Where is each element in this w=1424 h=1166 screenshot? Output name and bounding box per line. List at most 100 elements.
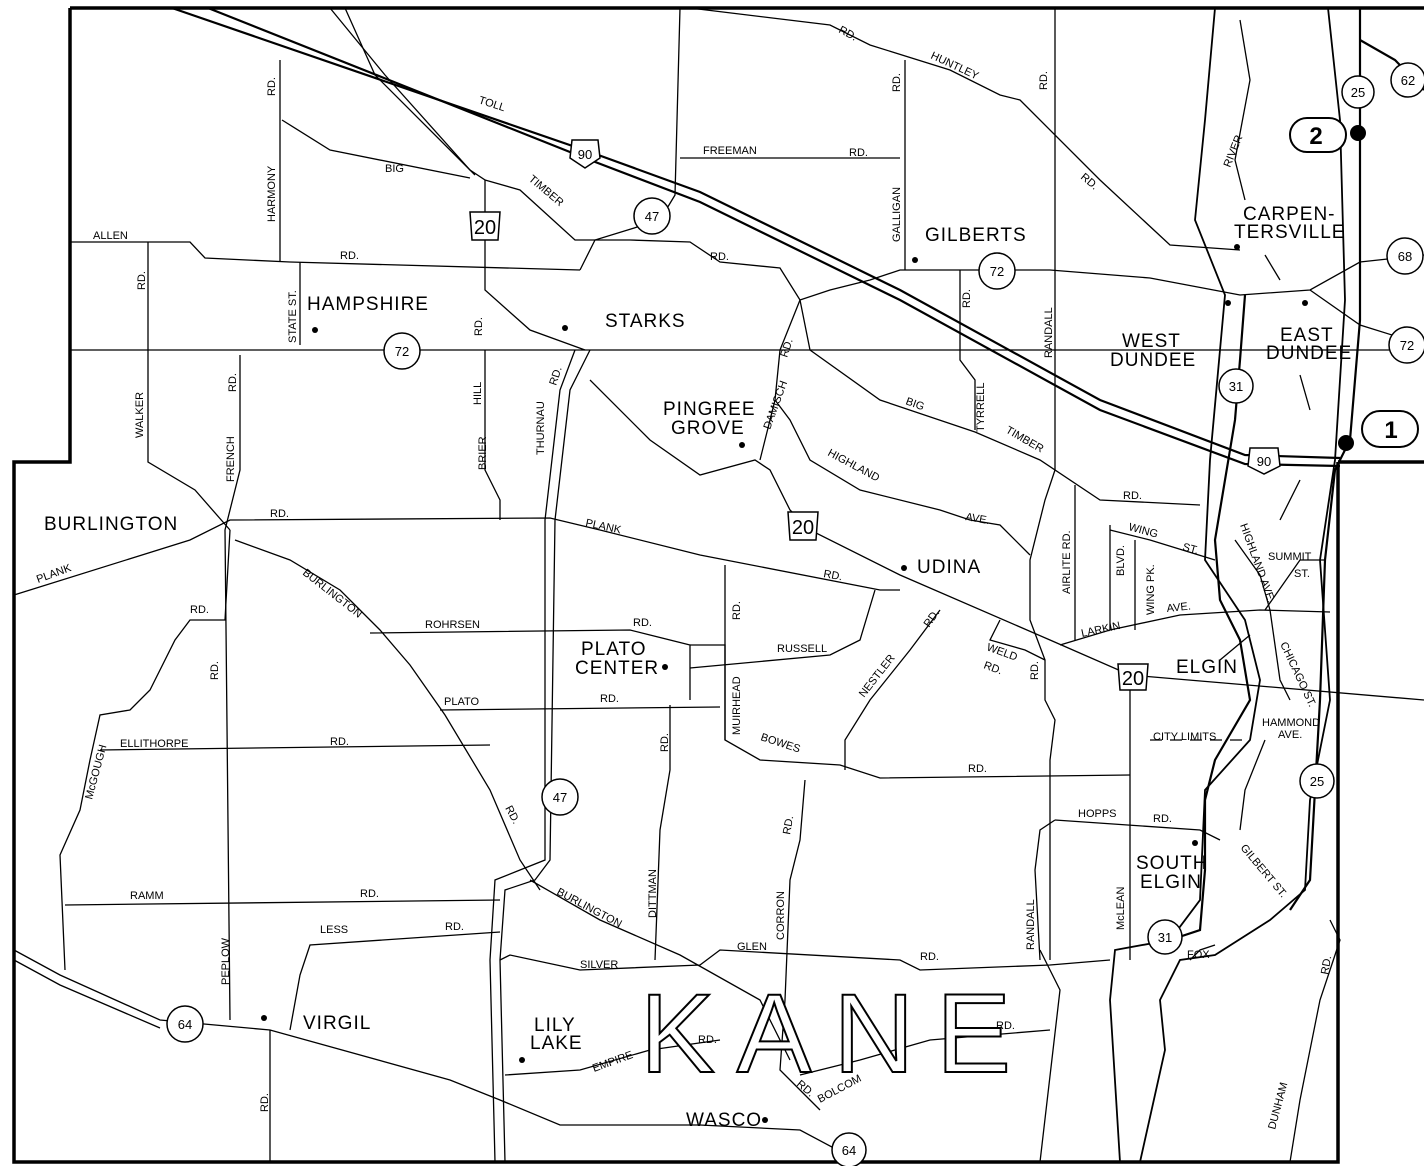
label-empire: EMPIRE xyxy=(591,1049,635,1075)
county-boundary xyxy=(12,6,1424,1164)
label-big-center: BIG xyxy=(904,396,926,414)
label-rd-glen: RD. xyxy=(920,951,939,963)
us-shield-20-elgin: 20 xyxy=(1117,663,1149,691)
interstate-shield-90-north: 90 xyxy=(569,139,601,169)
town-elgin: ELGIN xyxy=(1176,657,1238,678)
label-randall-north: RANDALL xyxy=(1043,307,1055,358)
label-rd-plank-east: RD. xyxy=(822,568,843,583)
label-galligan: GALLIGAN xyxy=(891,187,903,242)
label-rd-bolcom-east: RD. xyxy=(996,1020,1015,1032)
label-allen-rd: RD. xyxy=(340,250,359,262)
label-mclean: McLEAN xyxy=(1115,887,1127,930)
label-rd-empire: RD. xyxy=(698,1034,717,1046)
fox-river xyxy=(1109,7,1346,1163)
town-lily-lake-2: LAKE xyxy=(530,1033,583,1054)
town-hampshire: HAMPSHIRE xyxy=(307,294,429,315)
route-shield-31-north: 31 xyxy=(1218,368,1254,404)
label-rd-tyrrell-north: RD. xyxy=(961,289,973,308)
route-shield-25-north: 25 xyxy=(1341,75,1375,109)
label-hammond: HAMMOND xyxy=(1262,717,1320,729)
label-rd-allen-west: RD. xyxy=(136,271,148,290)
label-highland: HIGHLAND xyxy=(826,447,882,484)
town-carpentersville-1: CARPEN- xyxy=(1243,204,1336,225)
label-corron: CORRON xyxy=(775,891,787,940)
label-plato: PLATO xyxy=(444,696,479,708)
label-peplow: PEPLOW xyxy=(220,937,232,985)
svg-text:47: 47 xyxy=(553,790,567,805)
label-summit: SUMMIT xyxy=(1268,551,1312,563)
label-river: RIVER xyxy=(1222,133,1246,169)
location-marker-2: 2 xyxy=(1289,117,1366,153)
label-dunham: DUNHAM xyxy=(1266,1081,1290,1131)
label-hill: HILL xyxy=(472,382,484,405)
label-rd-plank: RD. xyxy=(270,508,289,520)
svg-text:64: 64 xyxy=(842,1143,856,1158)
label-city-limits: CITY LIMITS xyxy=(1153,731,1216,743)
route-shield-47-south: 47 xyxy=(541,778,579,816)
label-rd-burlington-south: RD. xyxy=(502,804,521,826)
label-thurnau: THURNAU xyxy=(535,401,547,455)
route-shield-72-west: 72 xyxy=(383,332,421,370)
label-rd-ellithorpe: RD. xyxy=(330,736,349,748)
label-rd-less: RD. xyxy=(445,921,464,933)
town-south-elgin-2: ELGIN xyxy=(1140,872,1202,893)
town-udina: UDINA xyxy=(917,557,981,578)
svg-text:68: 68 xyxy=(1398,249,1412,264)
town-labels: BURLINGTON HAMPSHIRE STARKS GILBERTS PIN… xyxy=(44,204,1352,1131)
label-summit-st: ST. xyxy=(1294,568,1310,580)
label-hopps: HOPPS xyxy=(1078,808,1117,820)
town-south-elgin-1: SOUTH xyxy=(1136,853,1208,874)
svg-text:47: 47 xyxy=(645,209,659,224)
svg-text:90: 90 xyxy=(578,147,592,162)
route-shield-62: 62 xyxy=(1390,62,1424,98)
town-pingree-2: GROVE xyxy=(671,418,745,439)
svg-text:25: 25 xyxy=(1310,774,1324,789)
label-rd-hopps: RD. xyxy=(1153,813,1172,825)
label-glen: GLEN xyxy=(737,941,767,953)
label-highland-ave: HIGHLAND AVE. xyxy=(1237,522,1277,605)
label-airlite: AIRLITE RD. xyxy=(1061,530,1073,594)
label-toll: TOLL xyxy=(477,94,507,114)
label-state-st: STATE ST. xyxy=(287,290,299,343)
label-rd-brier-hill: RD. xyxy=(473,317,485,336)
label-hammond-ave: AVE. xyxy=(1278,729,1302,741)
label-muirhead: MUIRHEAD xyxy=(731,676,743,735)
town-east-dundee-2: DUNDEE xyxy=(1266,343,1352,364)
svg-text:72: 72 xyxy=(1400,338,1414,353)
label-less: LESS xyxy=(320,924,348,936)
town-burlington: BURLINGTON xyxy=(44,514,178,535)
label-st-wing: ST. xyxy=(1181,541,1199,557)
label-larkin-ave: AVE. xyxy=(1166,601,1191,615)
svg-text:72: 72 xyxy=(990,264,1004,279)
svg-text:20: 20 xyxy=(792,517,814,539)
town-dots xyxy=(261,244,1308,1123)
svg-text:20: 20 xyxy=(474,217,496,239)
svg-text:20: 20 xyxy=(1122,668,1144,690)
label-rd-damisch: RD. xyxy=(778,337,795,359)
label-rd-virgil: RD. xyxy=(259,1093,271,1112)
svg-text:31: 31 xyxy=(1229,379,1243,394)
label-french: FRENCH xyxy=(225,436,237,482)
label-fox: FOX xyxy=(1187,949,1210,961)
label-walker: WALKER xyxy=(134,392,146,438)
svg-text:1: 1 xyxy=(1384,417,1397,444)
svg-text:64: 64 xyxy=(178,1017,192,1032)
label-rd-rohrsen: RD. xyxy=(633,617,652,629)
label-timber-north: TIMBER xyxy=(526,173,566,209)
label-rd-harmony: RD. xyxy=(266,77,278,96)
label-freeman: FREEMAN xyxy=(703,145,757,157)
label-rd-mcgough-north: RD. xyxy=(190,604,209,616)
label-brier: BRIER xyxy=(477,436,489,470)
svg-text:62: 62 xyxy=(1401,73,1415,88)
label-rd-randall-north: RD. xyxy=(1038,71,1050,90)
town-starks: STARKS xyxy=(605,311,686,332)
town-west-dundee-1: WEST xyxy=(1122,331,1181,352)
town-virgil: VIRGIL xyxy=(303,1013,371,1034)
label-larkin: LARKIN xyxy=(1080,620,1121,640)
route-shield-72-center: 72 xyxy=(978,252,1016,290)
label-rd-thurnau: RD. xyxy=(547,365,564,387)
label-rd-huntley-west: RD. xyxy=(837,24,859,43)
route-shield-47-north: 47 xyxy=(633,197,671,235)
label-silver: SILVER xyxy=(580,959,618,971)
